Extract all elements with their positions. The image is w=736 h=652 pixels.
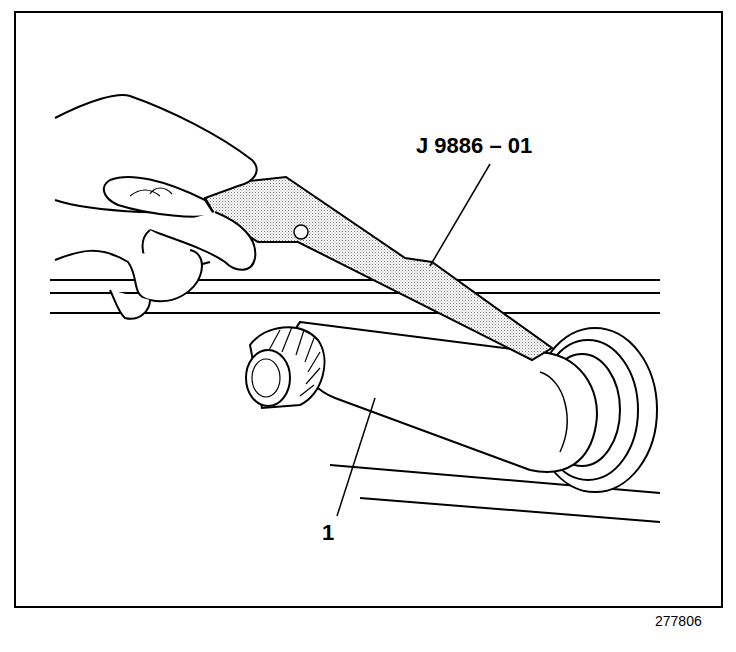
callout-number: 1 [322,522,334,544]
tool-hole [294,225,308,239]
removal-tool [205,177,552,360]
handle-edge [540,372,567,452]
leader-line [337,164,490,516]
hand [55,95,257,319]
frame [15,12,722,607]
figure-number: 277806 [655,614,702,628]
knob [246,327,324,408]
door-trim [50,280,660,522]
crank-handle [294,322,597,472]
tool-number: J 9886 – 01 [416,135,532,157]
